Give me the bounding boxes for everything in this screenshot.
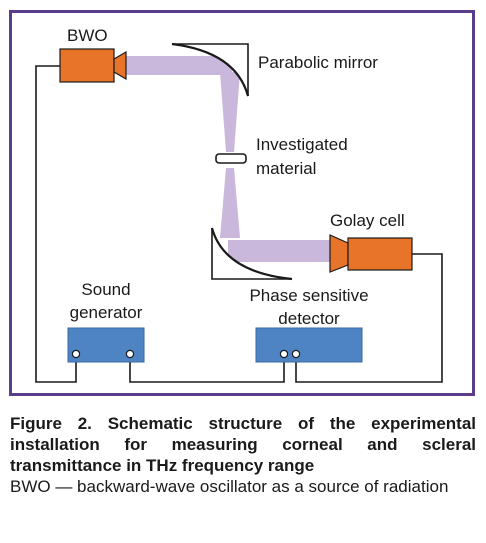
wire-golay-to-detector xyxy=(295,253,443,383)
bwo-label: BWO xyxy=(67,26,108,45)
parabolic-mirror-lower xyxy=(210,227,293,281)
beam-segment-upper-vertical xyxy=(220,72,240,152)
golay-cell xyxy=(329,234,413,273)
wiring xyxy=(35,65,443,383)
sound-generator-label-line2: generator xyxy=(69,303,143,322)
parabolic-mirror-upper xyxy=(171,42,250,97)
investigated-material-label-line1: Investigated xyxy=(256,135,348,154)
phase-detector-label-line2: detector xyxy=(278,309,340,328)
bwo-horn xyxy=(113,50,127,81)
sound-generator-label-line1: Sound xyxy=(81,280,131,299)
sound-generator-jack-right xyxy=(125,349,135,359)
beam-segment-lower-vertical xyxy=(220,168,240,238)
phase-detector-jack-left xyxy=(279,349,289,359)
bwo-body xyxy=(59,48,115,83)
schematic-diagram xyxy=(35,42,443,383)
golay-cell-body xyxy=(347,237,413,271)
phase-detector-box xyxy=(255,327,363,363)
parabolic-mirror-label: Parabolic mirror xyxy=(258,53,378,72)
thz-beam xyxy=(126,56,330,262)
sound-generator xyxy=(67,327,145,363)
beam-segment-to-detector xyxy=(228,240,330,262)
phase-detector-label-line1: Phase sensitive xyxy=(249,286,369,305)
beam-segment-horizontal xyxy=(126,56,232,75)
phase-sensitive-detector xyxy=(255,327,363,363)
investigated-material-label-line2: material xyxy=(256,159,317,178)
wire-bwo-to-generator xyxy=(35,65,77,383)
figure-caption: Figure 2. Schematic structure of the exp… xyxy=(10,413,476,497)
caption-title: Figure 2. Schematic structure of the exp… xyxy=(10,414,476,475)
golay-cell-label: Golay cell xyxy=(330,211,405,230)
wire-generator-to-detector xyxy=(129,360,285,383)
sound-generator-jack-left xyxy=(71,349,81,359)
bwo-source xyxy=(59,48,127,83)
golay-cell-horn xyxy=(329,234,349,273)
caption-note: BWO — backward-wave oscillator as a sour… xyxy=(10,477,449,496)
phase-detector-jack-right xyxy=(291,349,301,359)
investigated-material-plate xyxy=(215,153,247,164)
